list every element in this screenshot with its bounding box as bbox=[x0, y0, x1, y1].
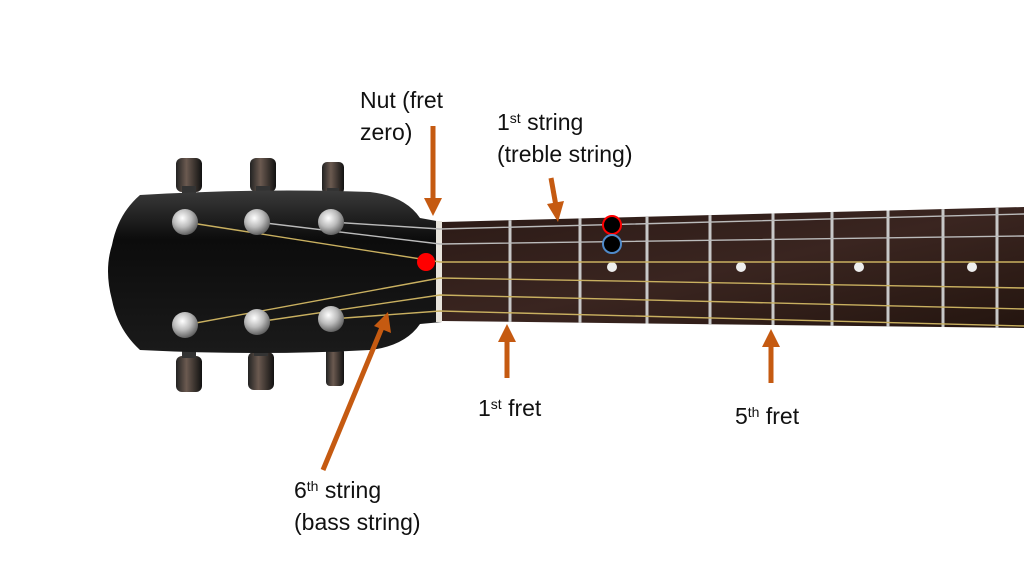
sup: th bbox=[747, 404, 760, 420]
arrow-nut bbox=[424, 126, 442, 216]
label-sixth-string: 6th string (bass string) bbox=[294, 474, 421, 538]
label-sixth-string-line2: (bass string) bbox=[294, 509, 421, 535]
guitar-string bbox=[330, 310, 1024, 327]
label-nut-line2: zero) bbox=[360, 119, 413, 145]
num: 1 bbox=[478, 395, 491, 421]
headstock bbox=[108, 190, 442, 353]
guitar-string bbox=[184, 277, 1024, 326]
arrow-fifth-fret bbox=[762, 329, 780, 383]
sup: th bbox=[306, 478, 319, 494]
nut-marker-red bbox=[417, 253, 435, 271]
guitar-string bbox=[256, 294, 1024, 323]
rest: fret bbox=[501, 395, 542, 421]
nut bbox=[436, 221, 442, 322]
label-nut-line1: Nut (fret bbox=[360, 87, 444, 113]
guitar-string bbox=[256, 221, 1024, 245]
num: 6 bbox=[294, 477, 307, 503]
inlay-dots bbox=[607, 262, 977, 272]
arrow-sixth-string bbox=[320, 312, 391, 471]
label-first-fret: 1st fret bbox=[478, 392, 541, 424]
tuner-pegs bbox=[172, 209, 344, 338]
rest: fret bbox=[759, 403, 800, 429]
note-marker-red-ring bbox=[602, 215, 622, 235]
note-marker-blue-ring bbox=[602, 234, 622, 254]
num: 5 bbox=[735, 403, 748, 429]
strings bbox=[184, 213, 1024, 327]
sup: st bbox=[509, 110, 521, 126]
arrow-first-fret bbox=[498, 324, 516, 378]
sup: st bbox=[490, 396, 502, 412]
num: 1 bbox=[497, 109, 510, 135]
arrows bbox=[320, 126, 780, 471]
label-first-string: 1st string (treble string) bbox=[497, 106, 632, 170]
label-first-string-line2: (treble string) bbox=[497, 141, 633, 167]
arrow-first-string bbox=[547, 177, 564, 222]
fretboard bbox=[442, 207, 1024, 328]
label-nut: Nut (fret zero) bbox=[360, 84, 443, 148]
guitar-string bbox=[330, 213, 1024, 230]
label-fifth-fret: 5th fret bbox=[735, 400, 799, 432]
rest: string bbox=[318, 477, 382, 503]
guitar-string bbox=[184, 221, 1024, 263]
rest: string bbox=[520, 109, 584, 135]
